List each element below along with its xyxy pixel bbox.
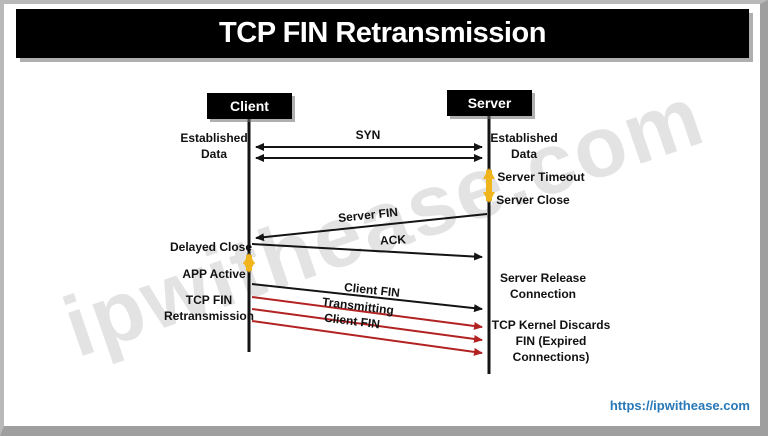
server-timeout-label: Server Timeout [497,170,585,184]
server-actor-box: Server [447,90,532,116]
server-release-connection-label: Server Release Connection [499,271,587,301]
server-close-label: Server Close [496,193,570,207]
tcp-kernel-discards-label: TCP Kernel Discards FIN (Expired Connect… [491,318,611,364]
client-fin-retransmit-arrow-3 [251,320,483,356]
server-established-data-label: Established Data [490,131,558,161]
app-active-label: APP Active [182,267,246,281]
client-actor-box: Client [207,93,292,119]
delayed-close-label: Delayed Close [169,240,253,254]
footer-url-link[interactable]: https://ipwithease.com [609,398,750,413]
client-fin-arrow [251,283,483,313]
syn-label: SYN [355,128,381,142]
client-fin-retransmit-arrow-1 [251,296,483,330]
tcp-fin-retransmission-label: TCP FIN Retransmission [163,293,255,323]
client-fin-retransmit-arrow-2 [251,308,483,343]
server-fin-arrow [255,213,488,242]
client-established-data-label: Established Data [180,131,248,161]
page-title: TCP FIN Retransmission [16,9,749,58]
ack-label: ACK [379,232,407,248]
ack-arrow [251,243,483,261]
